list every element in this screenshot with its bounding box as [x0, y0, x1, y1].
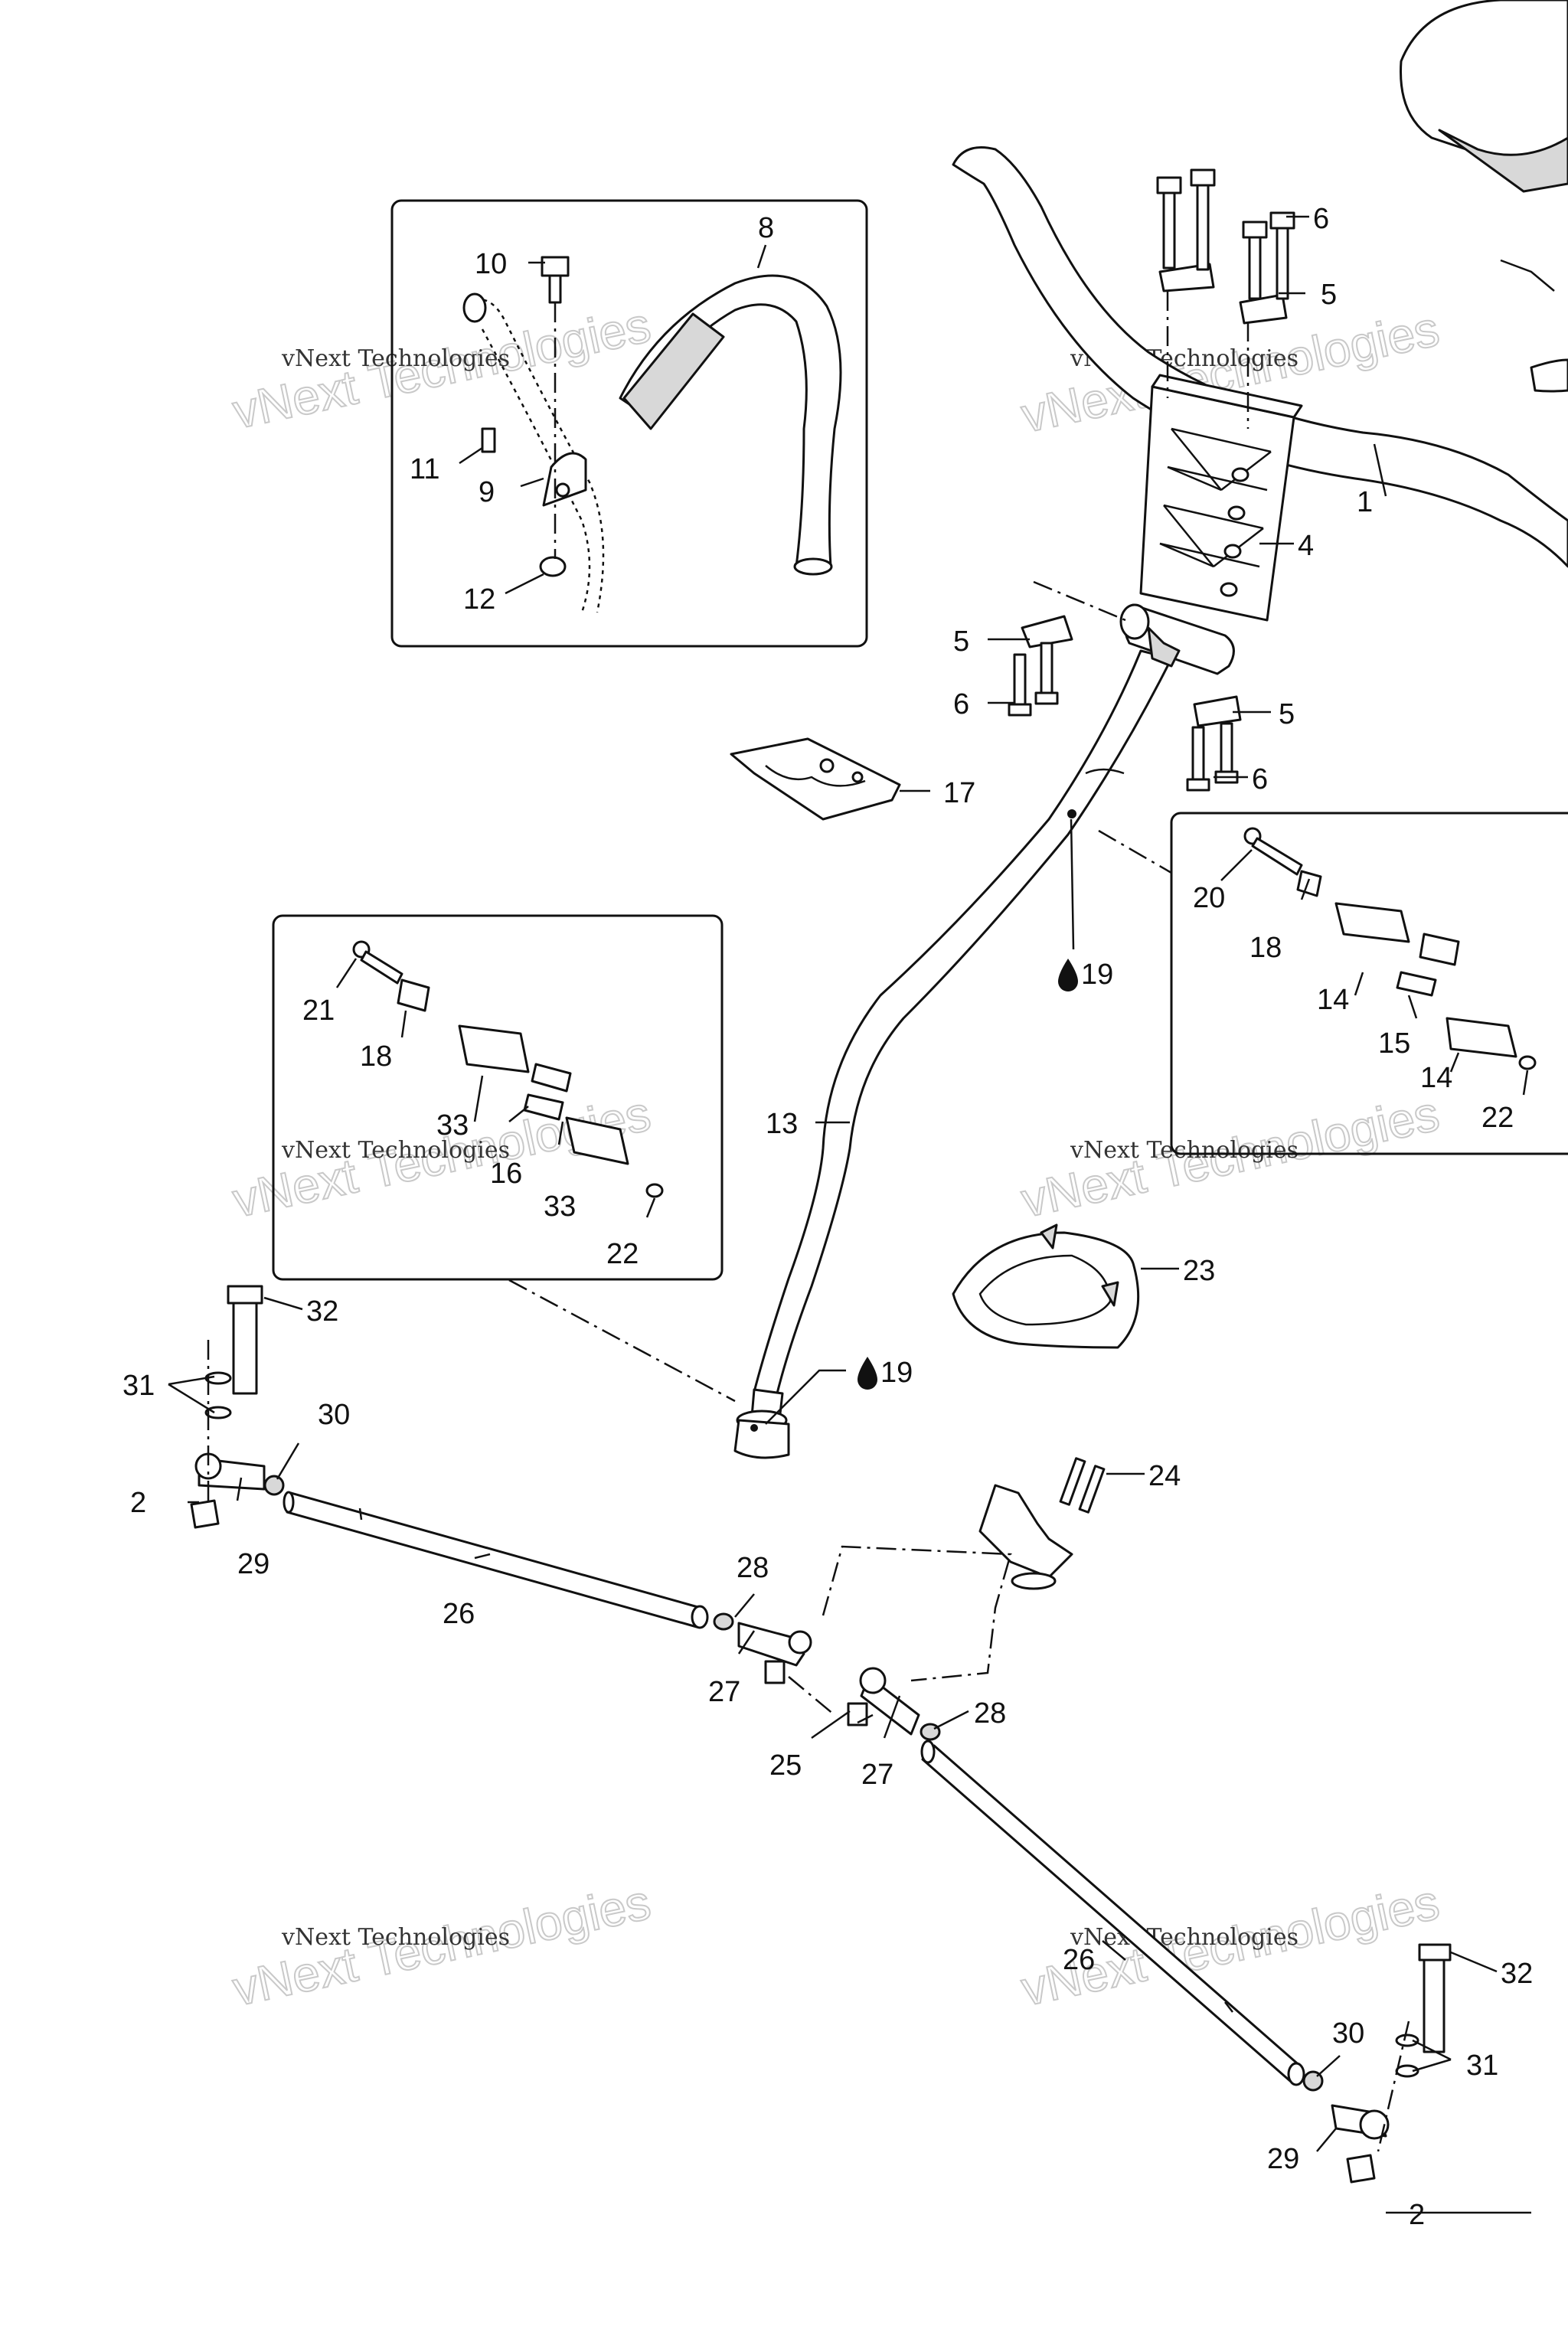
callout-5: 5	[1321, 279, 1337, 311]
callout-19: 19	[1081, 959, 1113, 991]
callout-leaders	[168, 215, 1531, 2214]
inset-box-clamp-right	[1170, 812, 1568, 1155]
callout-17: 17	[943, 777, 975, 809]
callout-30: 30	[1332, 2017, 1364, 2050]
top-clamp-bolts[interactable]	[1156, 168, 1295, 429]
plate-part[interactable]	[730, 737, 901, 821]
seat-part	[1400, 0, 1568, 292]
callout-8: 8	[758, 212, 774, 244]
watermark: vNext Technologies vNext Technologies	[227, 1873, 656, 2017]
callout-6: 6	[1252, 763, 1268, 795]
left-rod-end-assembly[interactable]	[190, 1285, 285, 1529]
callout-33: 33	[544, 1191, 576, 1223]
callout-20: 20	[1193, 882, 1225, 914]
callout-33: 33	[436, 1109, 469, 1142]
inset-box-handlebar-clamp	[390, 199, 868, 648]
callout-31: 31	[1466, 2050, 1498, 2082]
callout-13: 13	[766, 1108, 798, 1140]
callout-22: 22	[1481, 1102, 1514, 1134]
callout-14: 14	[1420, 1062, 1452, 1094]
callout-16: 16	[490, 1158, 522, 1190]
watermark: vNext Technologies vNext Technologies	[227, 296, 656, 440]
steering-column-part[interactable]	[753, 603, 1235, 1395]
callout-29: 29	[237, 1548, 270, 1580]
callout-31: 31	[122, 1370, 155, 1402]
svg-text:vNext Technologies: vNext Technologies	[281, 1924, 510, 1951]
callout-30: 30	[318, 1399, 350, 1431]
callout-23: 23	[1183, 1255, 1215, 1287]
callout-5: 5	[1279, 698, 1295, 730]
oil-drop-icon	[858, 1357, 877, 1390]
connector-lines	[508, 829, 1172, 1724]
tie-rod-end-left[interactable]	[713, 1612, 812, 1684]
callout-27: 27	[861, 1759, 893, 1791]
callout-labels: 1 2 2 4 5 5 5 6 6 6 8 9 10 11 12 13 14 1…	[122, 203, 1533, 2231]
callout-9: 9	[479, 476, 495, 508]
callout-32: 32	[1501, 1958, 1533, 1990]
svg-text:vNext Technologies: vNext Technologies	[1070, 1137, 1298, 1164]
callout-6: 6	[1313, 203, 1329, 235]
inset-box-clamp-left	[272, 914, 724, 1281]
callout-15: 15	[1378, 1027, 1410, 1060]
callout-1: 1	[1357, 486, 1373, 518]
callout-12: 12	[463, 583, 495, 616]
callout-18: 18	[1250, 932, 1282, 964]
tie-rod-end-right[interactable]	[847, 1667, 941, 1741]
callout-18: 18	[360, 1040, 392, 1073]
callout-6: 6	[953, 688, 969, 720]
bracket-part[interactable]	[978, 1457, 1106, 1590]
callout-26: 26	[1063, 1944, 1095, 1976]
callout-14: 14	[1317, 984, 1349, 1016]
callout-21: 21	[302, 995, 335, 1027]
callout-4: 4	[1298, 530, 1314, 562]
callout-11: 11	[410, 453, 439, 485]
callout-28: 28	[974, 1697, 1006, 1730]
callout-29: 29	[1267, 2143, 1299, 2175]
callout-28: 28	[737, 1552, 769, 1584]
riser-block-part[interactable]	[1139, 374, 1303, 622]
svg-text:vNext Technologies: vNext Technologies	[281, 345, 510, 372]
handlebar-part[interactable]	[952, 146, 1568, 568]
tie-rod-left[interactable]	[283, 1491, 709, 1629]
svg-text:vNext Technologies: vNext Technologies	[281, 1137, 510, 1164]
callout-27: 27	[708, 1676, 740, 1708]
callout-10: 10	[475, 248, 507, 280]
svg-text:vNext Technologies: vNext Technologies	[1070, 1924, 1298, 1951]
oil-drop-icon	[1058, 959, 1078, 991]
column-flange-part	[733, 1388, 790, 1459]
watermark: vNext Technologies vNext Technologies	[1016, 1085, 1445, 1229]
right-rod-end-assembly[interactable]	[1302, 1943, 1452, 2184]
lower-clamp-bolts[interactable]	[1008, 580, 1242, 792]
callout-32: 32	[306, 1295, 338, 1328]
callout-2: 2	[1409, 2199, 1425, 2231]
callout-24: 24	[1148, 1460, 1181, 1492]
tie-rod-right[interactable]	[920, 1740, 1305, 2086]
callout-5: 5	[953, 626, 969, 658]
callout-19: 19	[880, 1357, 913, 1389]
callout-2: 2	[130, 1487, 146, 1519]
callout-25: 25	[769, 1749, 802, 1782]
callout-26: 26	[443, 1598, 475, 1630]
guard-part[interactable]	[952, 1223, 1140, 1349]
callout-22: 22	[606, 1238, 639, 1270]
